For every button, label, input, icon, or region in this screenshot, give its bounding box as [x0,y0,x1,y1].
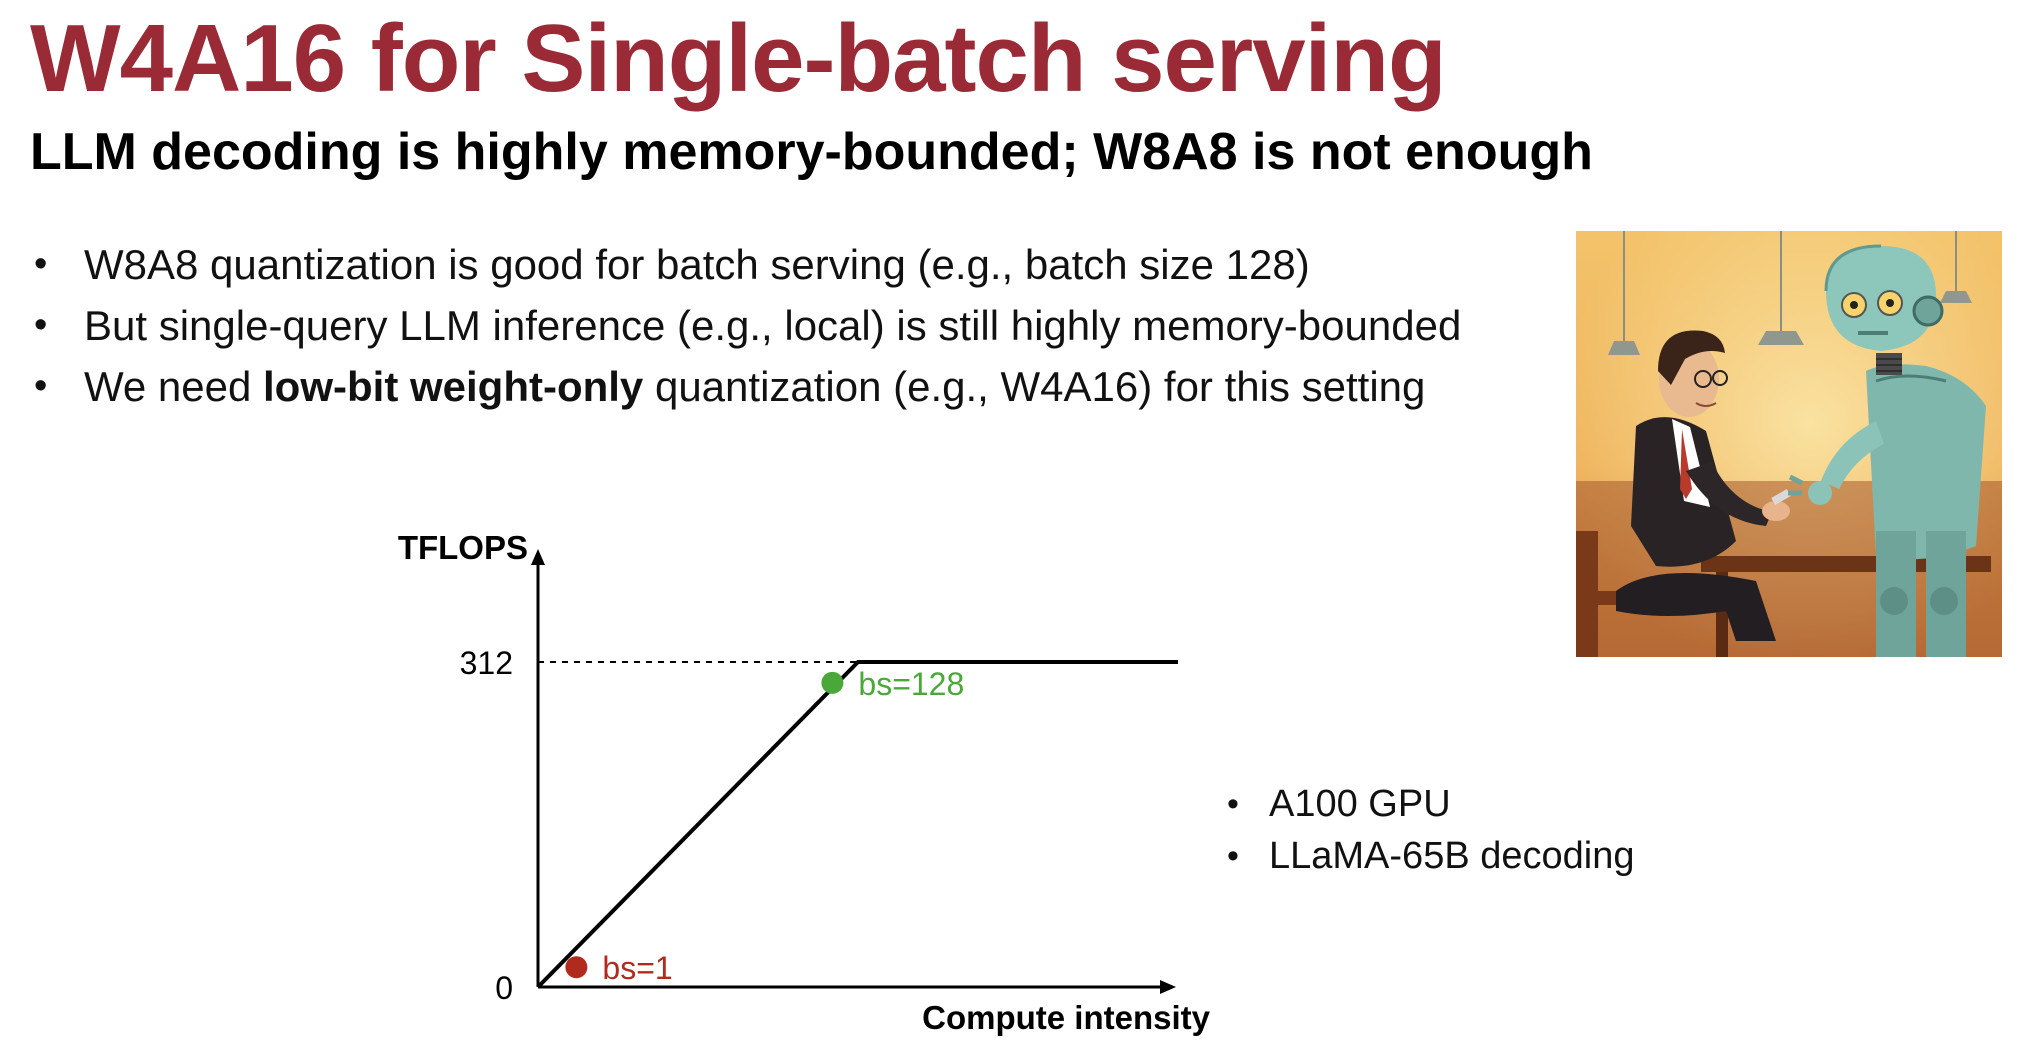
bullet-dot: • [34,304,48,346]
bullet-list: • W8A8 quantization is good for batch se… [30,234,1461,417]
bullet-text: But single-query LLM inference (e.g., lo… [84,302,1462,349]
bullet-dot: • [1227,785,1239,823]
y-axis-arrow [531,549,545,565]
bullet-text-pre: We need [84,363,264,410]
y-tick-label: 0 [495,970,513,1006]
bullet-item: • We need low-bit weight-only quantizati… [30,356,1461,417]
y-axis-label: TFLOPS [398,529,528,566]
slide-subtitle: LLM decoding is highly memory-bounded; W… [30,123,1593,181]
man-and-robot-illustration [1576,231,2002,657]
note-item: • A100 GPU [1225,778,1634,830]
roofline-series [536,660,1178,989]
x-axis-label: Compute intensity [922,999,1210,1036]
bullet-dot: • [1227,837,1239,875]
bullet-text: W8A8 quantization is good for batch serv… [84,241,1310,288]
note-text: LLaMA-65B decoding [1269,835,1635,877]
x-axis-arrow [1160,980,1176,994]
note-item: • LLaMA-65B decoding [1225,830,1634,882]
data-point-label: bs=1 [602,950,672,986]
data-point-label: bs=128 [858,666,964,702]
data-point [565,956,588,979]
data-point [821,671,844,694]
bullet-item: • W8A8 quantization is good for batch se… [30,234,1461,295]
bullet-dot: • [34,243,48,285]
y-tick-label: 312 [460,645,513,681]
note-text: A100 GPU [1269,783,1451,825]
bullet-dot: • [34,365,48,407]
hardware-notes: • A100 GPU • LLaMA-65B decoding [1225,778,1634,882]
bullet-item: • But single-query LLM inference (e.g., … [30,295,1461,356]
bullet-text-post: quantization (e.g., W4A16) for this sett… [643,363,1426,410]
slide-title: W4A16 for Single-batch serving [30,5,1447,112]
bullet-text-bold: low-bit weight-only [263,363,644,410]
